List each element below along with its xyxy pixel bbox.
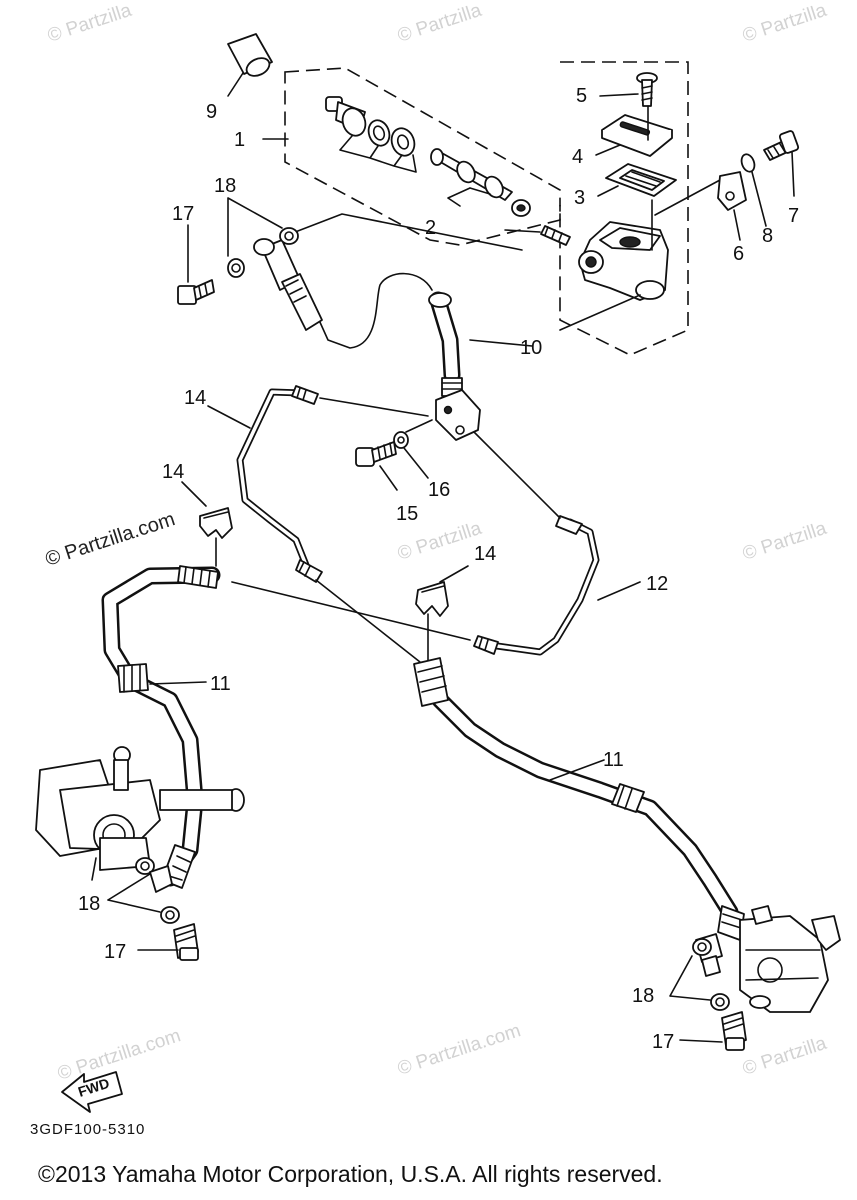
callout-5: 5: [576, 85, 587, 107]
callout-6: 6: [733, 243, 744, 265]
part-7-bolt: [763, 130, 800, 197]
part-11-brake-hose-right: [413, 657, 745, 941]
master-cylinder-body: [578, 179, 721, 301]
part-11-brake-hose-left: [101, 565, 221, 889]
assembly-outline-master-cylinder: [559, 61, 689, 356]
watermark: © Partzilla: [740, 0, 830, 47]
part-10-upper-brake-hose: [253, 213, 641, 397]
callout-11: 11: [210, 673, 231, 695]
part-12-brake-pipe-right: [231, 431, 641, 656]
watermark-dark: © Partzilla.com: [43, 508, 178, 571]
watermark: © Partzilla: [45, 0, 135, 47]
callout-14: 14: [162, 461, 184, 483]
callout-3: 3: [574, 187, 585, 209]
callout-2: 2: [425, 217, 436, 239]
callout-18: 18: [78, 893, 100, 915]
brake-joint: [435, 389, 481, 441]
assembly-outline-1: [284, 67, 561, 246]
callout-16: 16: [428, 479, 450, 501]
watermark: © Partzilla: [740, 1033, 830, 1080]
part-17-union-bolt-right: [679, 1011, 747, 1051]
callout-9: 9: [206, 101, 217, 123]
callout-15: 15: [396, 503, 418, 525]
watermark: © Partzilla.com: [395, 1020, 523, 1080]
callout-8: 8: [762, 225, 773, 247]
callout-13: 14: [184, 387, 206, 409]
copyright-notice: ©2013 Yamaha Motor Corporation, U.S.A. A…: [38, 1161, 663, 1187]
part-2-piston-rod: [430, 148, 571, 246]
part-8-washer: [740, 153, 767, 227]
part-14-clip-right: [415, 565, 469, 665]
part-9-boot: [227, 33, 273, 97]
fwd-arrow-icon: FWD: [61, 1071, 123, 1113]
part-14-clip-left: [181, 481, 233, 567]
part-15-bolt: [355, 441, 398, 491]
part-16-washer: [393, 419, 433, 479]
part-1-piston-kit: [262, 96, 417, 173]
caliper-left: [35, 746, 245, 893]
part-13-brake-pipe-left: [207, 385, 429, 663]
part-3-diaphragm: [597, 163, 677, 197]
watermark: © Partzilla: [740, 518, 830, 565]
callout-18: 18: [632, 985, 654, 1007]
part-18-washers-right: [669, 938, 730, 1011]
part-18-washers-left: [107, 873, 180, 924]
part-5-screw: [599, 72, 658, 107]
callout-17: 17: [172, 203, 194, 225]
callout-17: 17: [104, 941, 126, 963]
callout-4: 4: [572, 146, 583, 168]
part-17-union-bolt-left: [137, 923, 199, 961]
part-4-reservoir-cap: [595, 105, 673, 157]
watermark: © Partzilla: [395, 0, 485, 47]
callout-12: 12: [646, 573, 668, 595]
callout-17: 17: [652, 1031, 674, 1053]
callout-18: 18: [214, 175, 236, 197]
part-6-clamp: [717, 171, 747, 241]
callout-1: 1: [234, 129, 245, 151]
callout-7: 7: [788, 205, 799, 227]
callout-14: 14: [474, 543, 496, 565]
part-18-washers-upper: [227, 197, 299, 278]
callout-11: 11: [603, 749, 624, 771]
watermark: © Partzilla.com: [55, 1025, 183, 1085]
callout-10: 10: [520, 337, 542, 359]
callout-labels: 9 1 2 5 4 3 6 8 7 18 17 10 14 16 15 14 1…: [78, 85, 799, 1053]
diagram-code: 3GDF100-5310: [30, 1121, 145, 1138]
part-17-union-bolt-upper: [177, 224, 215, 305]
